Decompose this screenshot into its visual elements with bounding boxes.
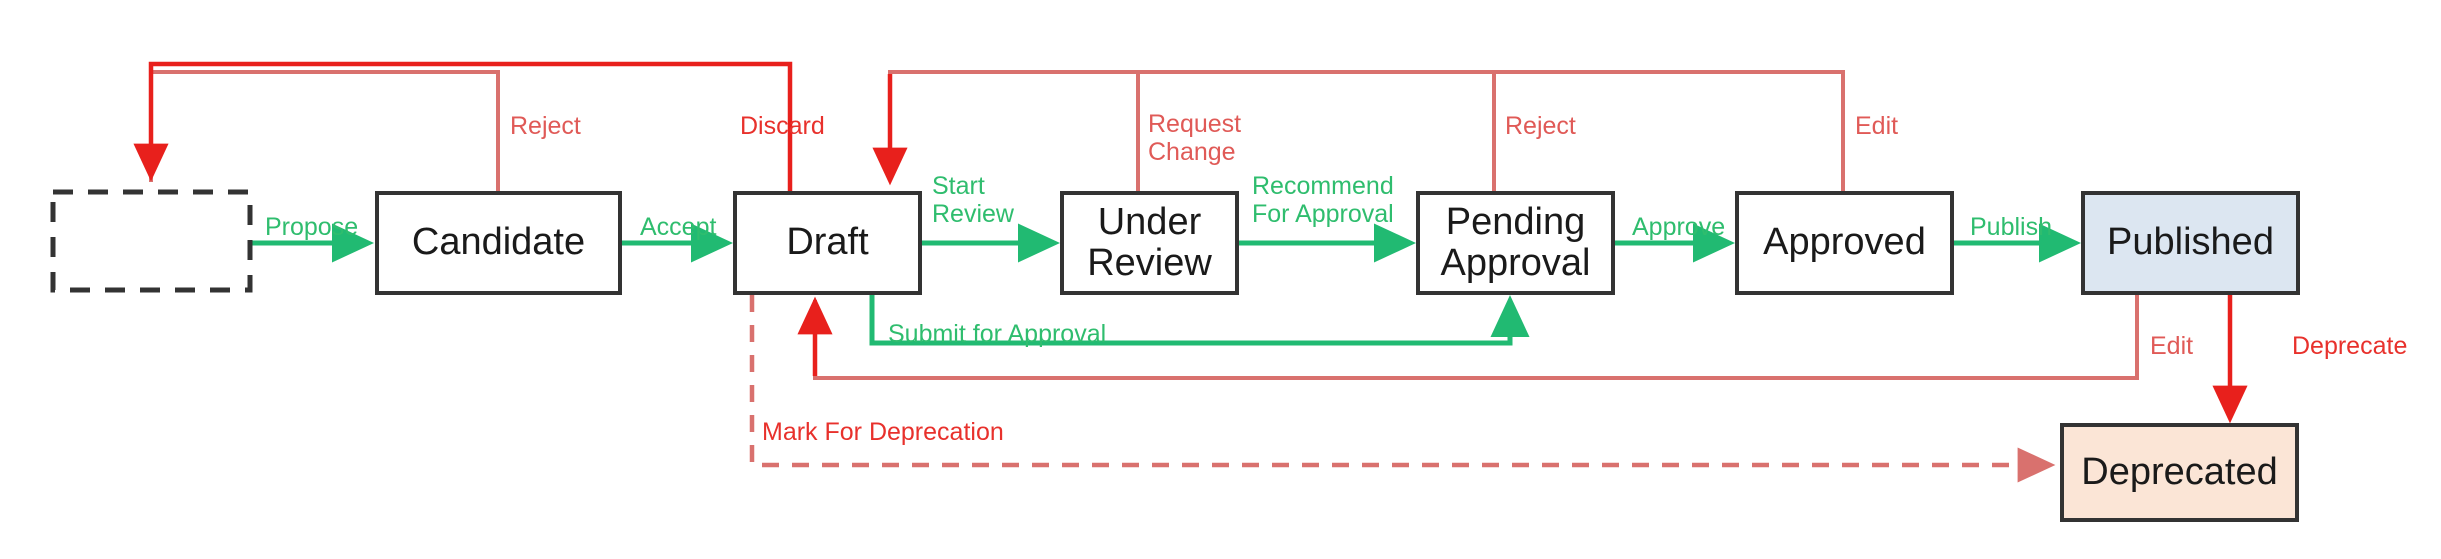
- edge-submit-for-approval: [869, 294, 1530, 346]
- edge-request-change: [888, 70, 1140, 193]
- node-under-review[interactable]: [1060, 191, 1239, 295]
- node-pending-approval[interactable]: [1416, 191, 1615, 295]
- edge-discard: [133, 61, 793, 193]
- node-candidate[interactable]: [375, 191, 622, 295]
- node-start[interactable]: [50, 189, 253, 293]
- node-approved[interactable]: [1735, 191, 1954, 295]
- edge-mark-for-deprecation: [749, 295, 2056, 483]
- edge-edit-published: [813, 293, 2139, 380]
- edge-reject-candidate: [149, 70, 500, 193]
- edge-edit-approved: [1138, 70, 1845, 193]
- edge-reject-pending: [890, 70, 1496, 193]
- node-published[interactable]: [2081, 191, 2300, 295]
- node-draft[interactable]: [733, 191, 922, 295]
- node-deprecated[interactable]: [2060, 423, 2299, 522]
